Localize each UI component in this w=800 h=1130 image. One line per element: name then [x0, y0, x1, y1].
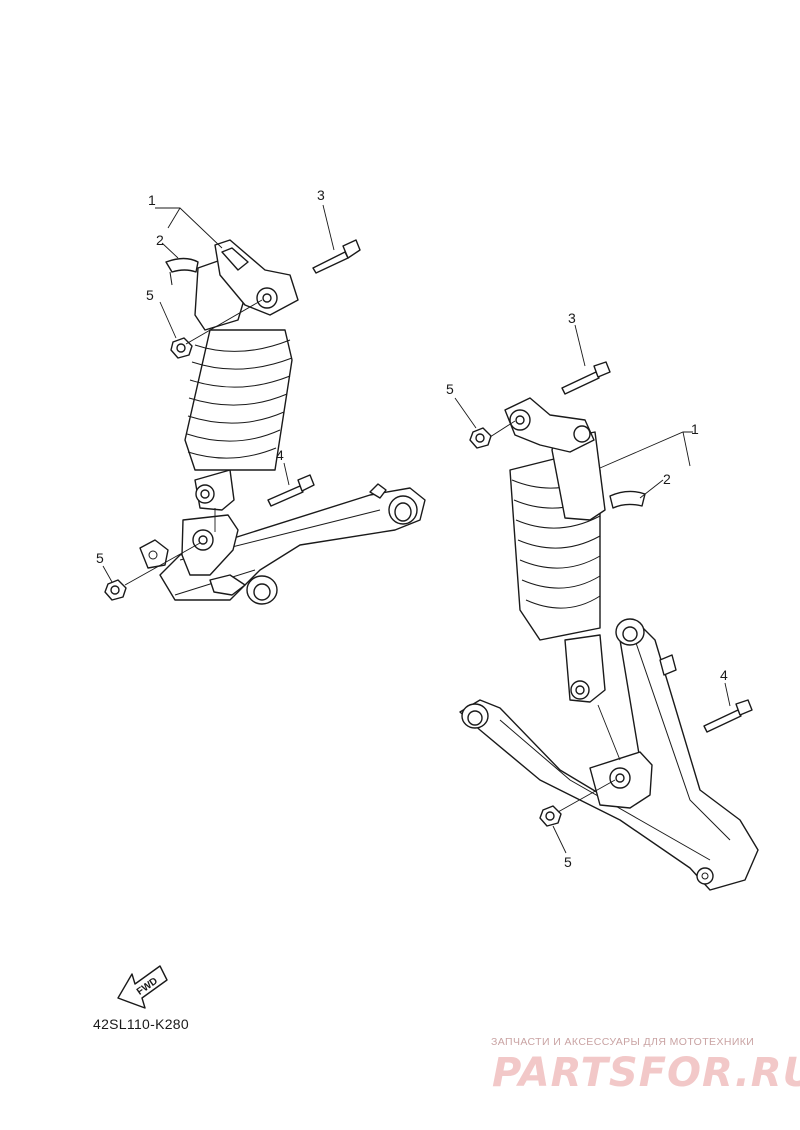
watermark-logo: PARTSFOR.RU	[492, 1050, 800, 1096]
callout-right-4: 4	[720, 667, 728, 683]
callout-left-5-upper: 5	[146, 287, 154, 303]
callout-right-2: 2	[663, 471, 671, 487]
right-nut-5-lower	[539, 805, 562, 827]
callout-left-5-lower: 5	[96, 550, 104, 566]
right-assembly	[454, 324, 759, 891]
right-shock-absorber	[504, 397, 646, 703]
callout-right-5-lower: 5	[564, 854, 572, 870]
left-nut-5-lower	[104, 579, 127, 601]
left-nut-5-upper	[170, 337, 193, 359]
right-swing-arm	[459, 618, 759, 891]
right-bolt-4	[703, 699, 753, 733]
left-assembly	[102, 204, 426, 605]
left-bolt-3	[312, 239, 361, 274]
callout-right-3: 3	[568, 310, 576, 326]
callout-left-1: 1	[148, 192, 156, 208]
right-bolt-3	[561, 361, 611, 395]
watermark-tagline: ЗАПЧАСТИ И АКСЕССУАРЫ ДЛЯ МОТОТЕХНИКИ	[491, 1036, 755, 1048]
callout-left-4: 4	[276, 447, 284, 463]
fwd-arrow-icon: FWD	[117, 965, 168, 1009]
left-bolt-4	[267, 474, 315, 507]
left-shock-absorber	[165, 239, 299, 511]
callout-left-2: 2	[156, 232, 164, 248]
right-nut-5-upper	[469, 427, 492, 449]
diagram-code: 42SL110-K280	[93, 1016, 189, 1032]
left-swing-arm	[139, 483, 426, 605]
callout-right-1: 1	[691, 421, 699, 437]
callout-left-3: 3	[317, 187, 325, 203]
callout-right-5-upper: 5	[446, 381, 454, 397]
